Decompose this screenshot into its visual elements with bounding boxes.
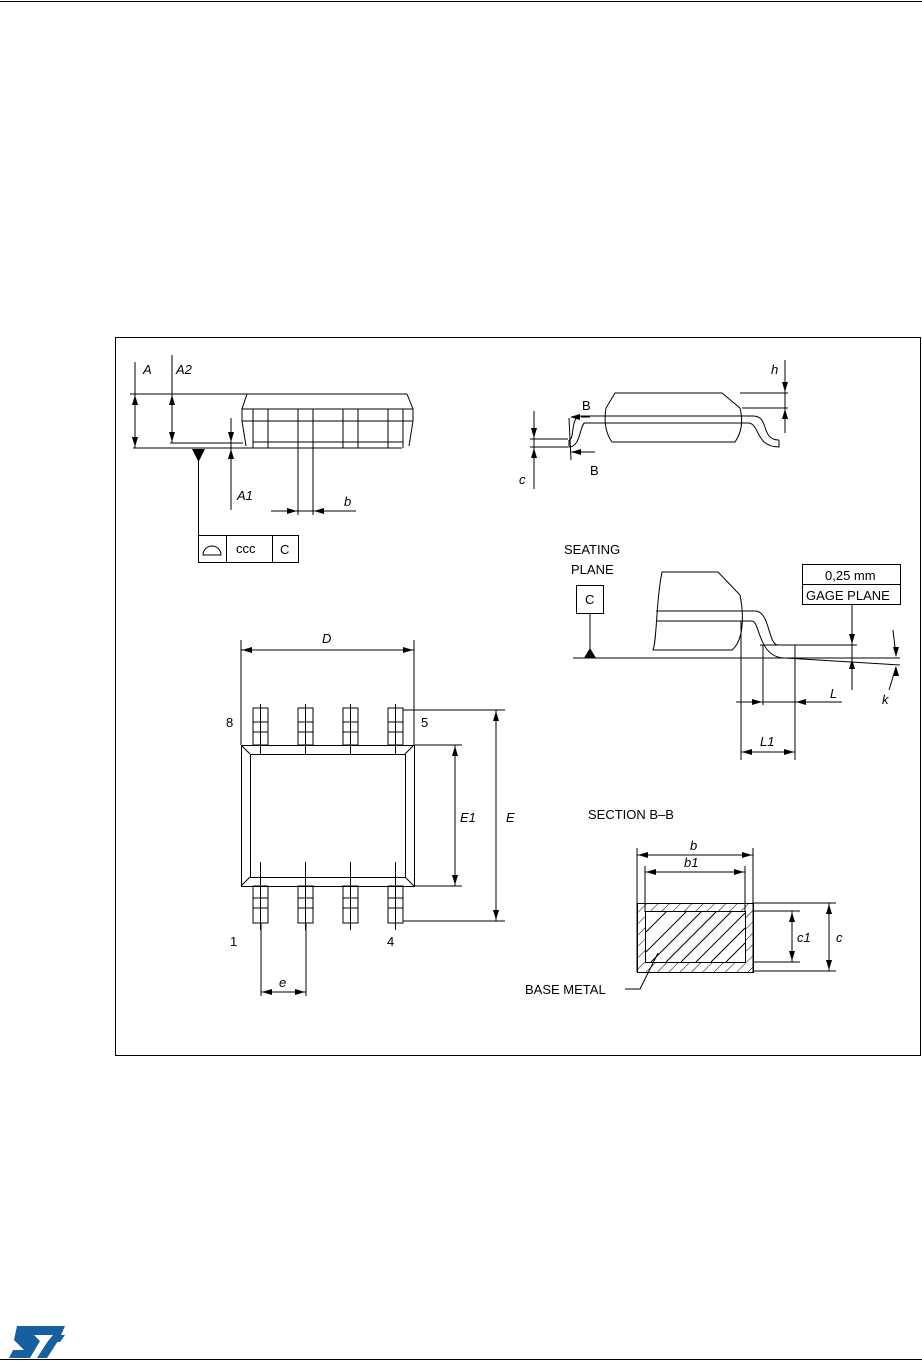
seating-label-line1: SEATING — [564, 542, 620, 557]
dim-e-label: e — [279, 975, 286, 990]
pin-1-label: 1 — [230, 934, 237, 949]
seating-datum-letter: C — [585, 592, 594, 607]
top-view: D 8 5 1 4 E E1 e — [226, 631, 515, 996]
dim-h-label: h — [771, 362, 778, 377]
base-metal-label: BASE METAL — [525, 982, 606, 997]
seating-plane-detail: SEATING PLANE C 0,25 mm GAGE PLANE k L L… — [564, 542, 901, 760]
tolerance-frame: ccc C — [198, 535, 299, 563]
gage-value: 0,25 mm — [825, 568, 876, 583]
section-title: SECTION B–B — [588, 807, 674, 822]
gage-plane-label: GAGE PLANE — [806, 588, 890, 603]
pin-4-label: 4 — [387, 934, 394, 949]
dim-E-label: E — [506, 810, 515, 825]
dim-b1-label: b1 — [684, 855, 698, 870]
pin-5-label: 5 — [421, 715, 428, 730]
dim-A2-label: A2 — [175, 362, 193, 377]
seating-label-line2: PLANE — [571, 562, 614, 577]
pin-8-label: 8 — [226, 715, 233, 730]
st-logo — [9, 1326, 65, 1358]
dim-L-label: L — [830, 686, 837, 701]
end-view: B B h c — [519, 360, 788, 489]
top-leads — [252, 704, 404, 930]
base-metal-hatch — [645, 911, 746, 963]
datum-triangle-icon — [584, 648, 596, 658]
dim-A1-label: A1 — [236, 488, 253, 503]
dim-E1-label: E1 — [460, 810, 476, 825]
datum-letter: C — [280, 542, 289, 557]
section-mark-B-top: B — [582, 398, 591, 413]
dim-c-section-label: c — [836, 930, 843, 945]
side-view: A A2 A1 b ccc C — [130, 355, 414, 563]
section-mark-B-bottom: B — [590, 463, 599, 478]
dim-D-label: D — [322, 631, 331, 646]
dim-L1-label: L1 — [760, 734, 774, 749]
dim-A-label: A — [142, 362, 152, 377]
section-b-b: SECTION B–B b b1 c1 c BASE METAL — [525, 807, 843, 997]
dim-b-label: b — [344, 494, 351, 509]
tolerance-value: ccc — [236, 541, 256, 556]
datum-triangle-icon — [192, 449, 205, 462]
drawing-frame — [115, 337, 921, 1056]
dim-c-label: c — [519, 472, 526, 487]
dim-c1-label: c1 — [797, 930, 811, 945]
dim-k-label: k — [882, 692, 890, 707]
profile-of-surface-icon — [202, 545, 222, 556]
dim-b-section-label: b — [690, 838, 697, 853]
